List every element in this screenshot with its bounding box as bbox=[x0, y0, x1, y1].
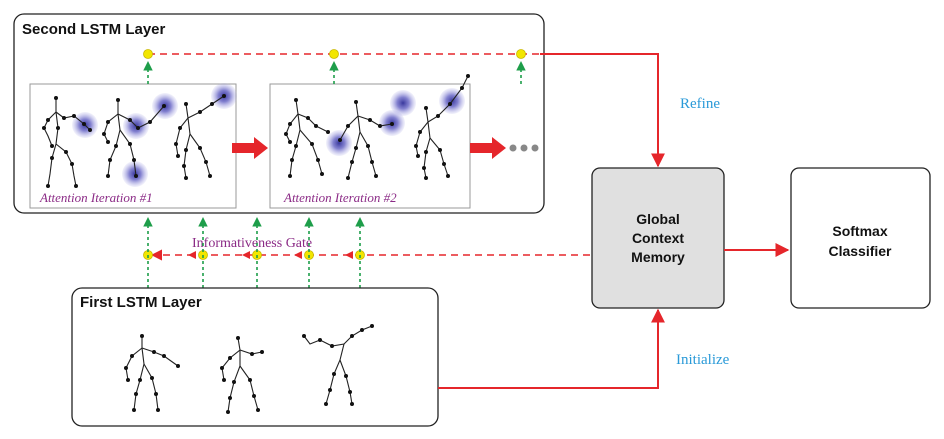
refine-label: Refine bbox=[680, 96, 720, 112]
memory-line-2: Context bbox=[632, 230, 684, 246]
iteration-arrow-1 bbox=[232, 137, 268, 159]
global-context-memory-box bbox=[591, 167, 725, 309]
initialize-label: Initialize bbox=[676, 352, 730, 368]
memory-line-1: Global bbox=[636, 211, 680, 227]
informativeness-gate-label: Informativeness Gate bbox=[192, 236, 312, 251]
refine-arrow bbox=[540, 53, 665, 168]
top-node-3 bbox=[516, 49, 526, 59]
gate-arrowheads bbox=[188, 251, 353, 259]
classifier-line-2: Classifier bbox=[828, 243, 892, 259]
first-lstm-layer-title: First LSTM Layer bbox=[80, 294, 202, 311]
skeleton-joints-panel-1 bbox=[42, 94, 226, 188]
second-lstm-layer-title: Second LSTM Layer bbox=[22, 21, 166, 38]
softmax-classifier-box bbox=[790, 167, 931, 309]
ellipsis-dots bbox=[509, 144, 539, 152]
attention-iteration-2-label: Attention Iteration #2 bbox=[283, 190, 397, 205]
top-green-arrows bbox=[143, 61, 526, 84]
skeleton-joints-first-layer bbox=[124, 324, 374, 414]
memory-line-3: Memory bbox=[631, 249, 685, 265]
iteration-arrow-2 bbox=[470, 137, 506, 159]
top-node-2 bbox=[329, 49, 339, 59]
first-lstm-layer-box bbox=[71, 287, 439, 427]
attention-panel-1 bbox=[29, 83, 237, 209]
initialize-arrow bbox=[438, 308, 665, 389]
top-node-1 bbox=[143, 49, 153, 59]
attention-iteration-1-label: Attention Iteration #1 bbox=[39, 190, 153, 205]
skeleton-joints-panel-2 bbox=[284, 74, 470, 180]
classifier-line-1: Softmax bbox=[832, 223, 887, 239]
